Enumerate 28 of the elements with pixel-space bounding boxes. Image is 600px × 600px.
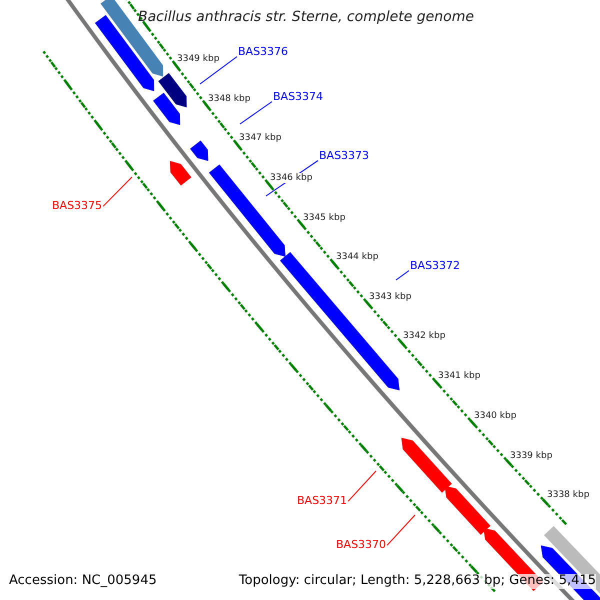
scale-label: 3349 kbp	[177, 54, 220, 64]
scale-label: 3341 kbp	[438, 371, 480, 382]
info-text: Topology: circular; Length: 5,228,663 bp; Genes: 5,415	[238, 574, 596, 589]
leader-line	[386, 514, 416, 546]
scale-label: 3344 kbp	[336, 252, 378, 262]
leader-line	[396, 270, 410, 280]
scale-label: 3348 kbp	[208, 94, 250, 104]
gene-label: BAS3372	[410, 260, 460, 273]
title: Bacillus anthracis str. Sterne, complete genome	[138, 9, 474, 26]
scale-label: 3338 kbp	[547, 490, 590, 500]
gene-label: BAS3374	[273, 91, 324, 104]
scale-label: 3340 kbp	[474, 411, 516, 422]
gene-label: BAS3370	[336, 539, 386, 552]
scale-label: 3339 kbp	[510, 451, 552, 462]
leader-line	[240, 101, 272, 124]
gene-label: BAS3376	[238, 46, 288, 59]
leader-line	[200, 56, 238, 84]
scale-label: 3343 kbp	[369, 292, 412, 302]
info-text: Accession: NC_005945	[9, 574, 157, 589]
gene-label: BAS3371	[297, 495, 348, 508]
scale-label: 3345 kbp	[303, 213, 346, 224]
leader-line	[102, 176, 132, 207]
leader-line	[348, 470, 376, 502]
scale-label: 3342 kbp	[403, 331, 446, 342]
gene-label: BAS3375	[52, 200, 102, 213]
scale-label: 3347 kbp	[239, 133, 282, 144]
scale-label: 3346 kbp	[270, 173, 312, 184]
gene-label: BAS3373	[319, 150, 370, 163]
